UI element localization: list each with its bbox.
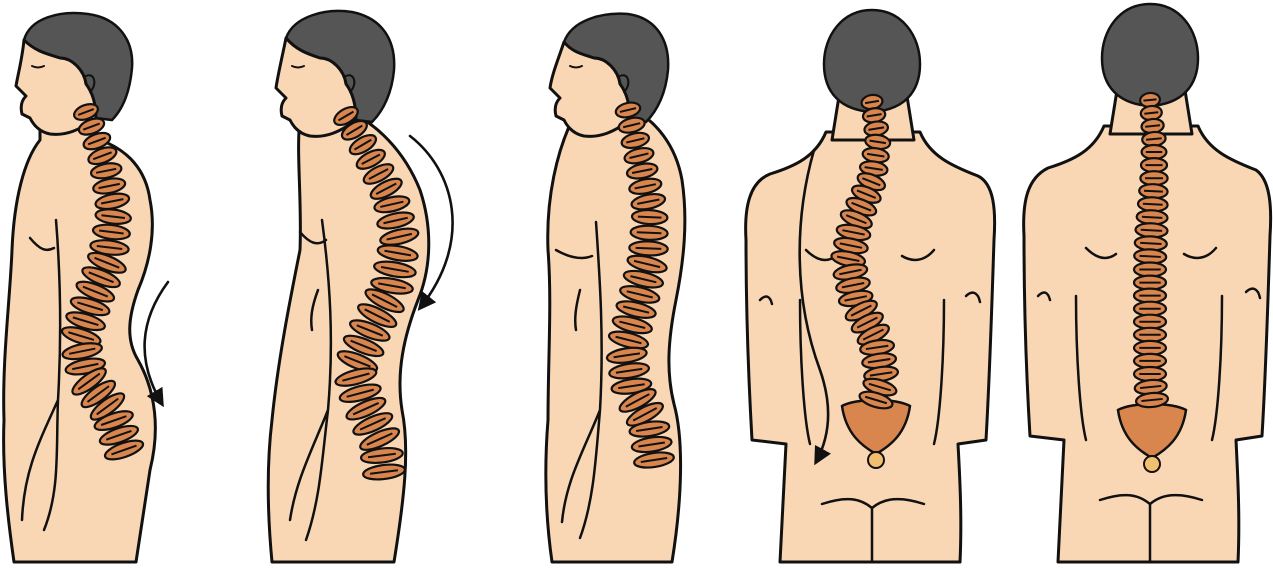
figure-lordosis bbox=[4, 13, 168, 562]
vertebra-detail bbox=[1142, 217, 1162, 218]
vertebra-detail bbox=[638, 217, 662, 218]
figure-normal-back bbox=[1024, 4, 1271, 562]
vertebra-detail bbox=[1140, 256, 1161, 257]
figure-scoliosis bbox=[746, 10, 995, 562]
head-normal-back bbox=[1102, 4, 1198, 106]
vertebra-detail bbox=[637, 232, 662, 233]
figure-kyphosis bbox=[268, 11, 452, 562]
vertebra-detail bbox=[1143, 204, 1163, 205]
coccyx bbox=[1144, 456, 1160, 472]
vertebra-detail bbox=[636, 248, 662, 249]
vertebra-detail bbox=[1140, 243, 1161, 244]
vertebra-detail bbox=[1143, 99, 1156, 100]
vertebra-detail bbox=[1144, 191, 1163, 192]
vertebra-detail bbox=[1141, 230, 1162, 231]
coccyx bbox=[868, 452, 884, 468]
vertebra-detail bbox=[1144, 112, 1158, 113]
figure-normal-side bbox=[546, 14, 685, 562]
